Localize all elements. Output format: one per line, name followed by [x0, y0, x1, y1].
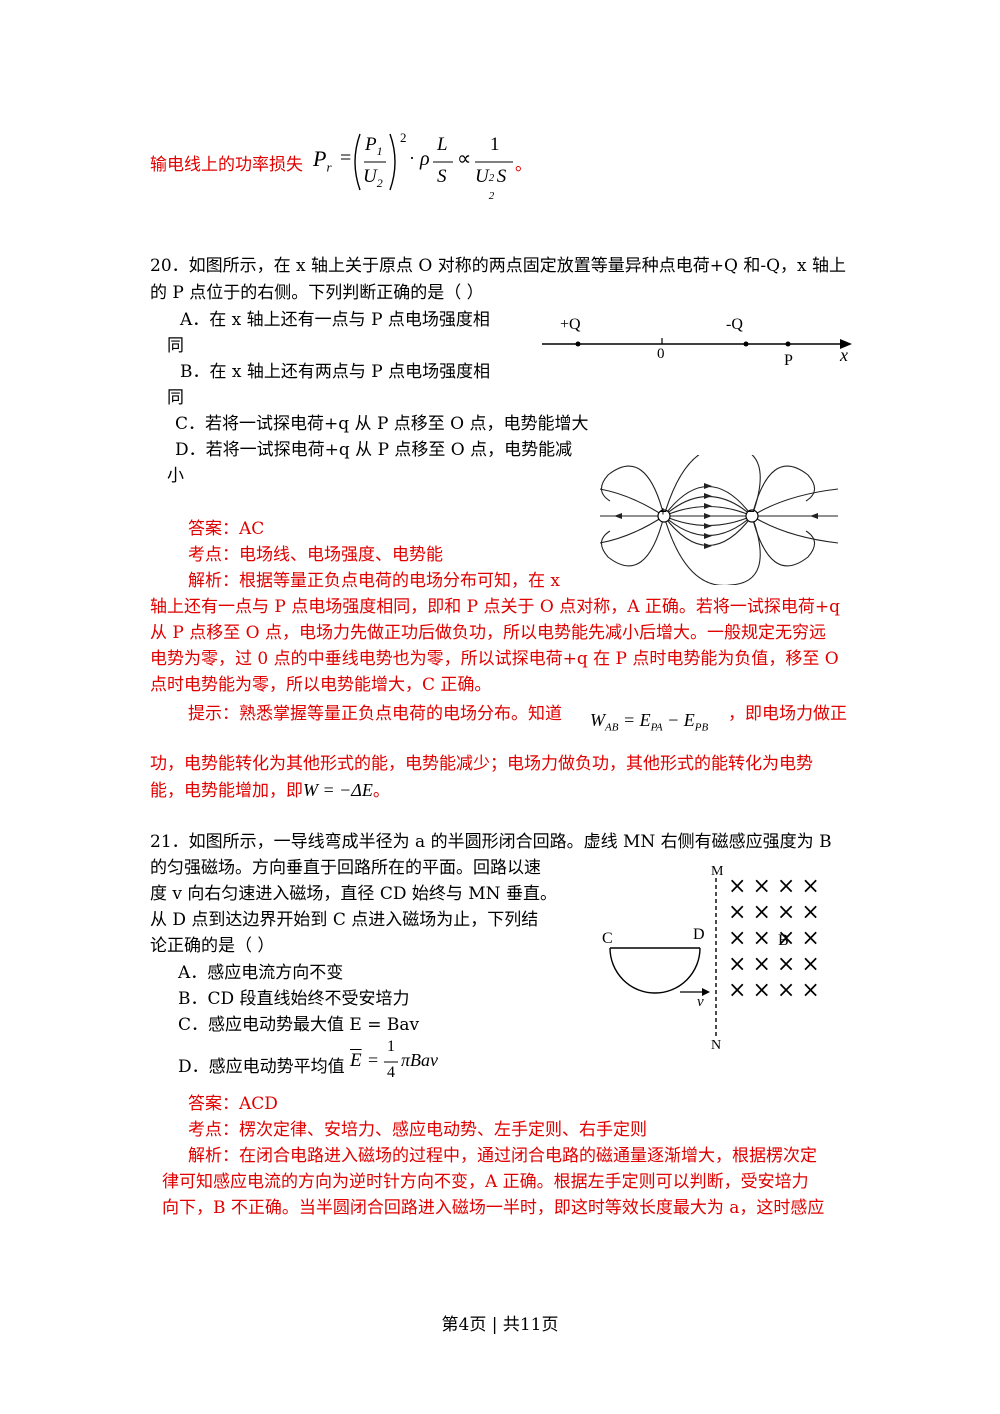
q21-stem-line4: 从 D 点到达边界开始到 C 点进入磁场为止，下列结: [150, 910, 539, 930]
option-d-bar: [384, 1061, 398, 1063]
option-d-den: 4: [387, 1064, 395, 1081]
cross-row: ××××: [728, 978, 826, 1003]
formula-rho: ρ: [420, 148, 430, 170]
q20-analysis-line2: 轴上还有一点与 P 点电场强度相同，即和 P 点关于 O 点对称，A 正确。若将…: [150, 597, 841, 617]
hint-formula: WAB = EPA − EPB: [590, 710, 709, 734]
option-d-e-bar: E: [350, 1050, 362, 1071]
q20-hint-post: ，即电场力做正: [728, 704, 847, 724]
frac3-bar: [475, 161, 513, 163]
label-b: B: [778, 932, 789, 949]
q21-option-d: D．感应电动势平均值 E = 1 4 πBav: [178, 1038, 478, 1090]
q21-analysis-line2: 律可知感应电流的方向为逆时针方向不变，A 正确。根据左手定则可以判断，受安培力: [162, 1172, 809, 1192]
q21-stem-line2: 的匀强磁场。方向垂直于回路所在的平面。回路以速: [150, 858, 541, 878]
q20-option-c: C．若将一试探电荷+q 从 P 点移至 O 点，电势能增大: [175, 414, 589, 434]
formula-label: 输电线上的功率损失: [150, 155, 303, 175]
frac2-num: L: [437, 134, 448, 155]
option-d-tail: πBav: [401, 1050, 439, 1070]
option-d-eq: =: [368, 1050, 379, 1070]
page-footer: 第4页 | 共11页: [441, 1315, 559, 1335]
formula-eq: =: [340, 147, 352, 169]
frac2-bar: [433, 161, 453, 163]
formula-dot: ·: [409, 148, 415, 168]
p-label: P: [784, 352, 793, 369]
q21-option-a: A．感应电流方向不变: [178, 963, 344, 983]
cross-row: ××××: [728, 874, 826, 899]
option-d-text: D．感应电动势平均值: [178, 1057, 345, 1077]
frac3-num: 1: [490, 134, 500, 155]
label-c: C: [602, 930, 613, 947]
hint3-formula: W = −ΔE: [303, 780, 373, 800]
formula-prop: ∝: [457, 148, 472, 170]
negative-charge-sign: −: [747, 505, 755, 520]
q20-point: 考点：电场线、电场强度、电势能: [188, 545, 443, 565]
formula-lhs: Pr: [313, 146, 332, 175]
q20-option-a-line1: A．在 x 轴上还有一点与 P 点电场强度相: [180, 310, 490, 330]
q21-analysis-line1: 解析：在闭合电路进入磁场的过程中，通过闭合电路的磁通量逐渐增大，根据楞次定: [188, 1146, 817, 1166]
option-d-num: 1: [387, 1038, 395, 1055]
q20-answer: 答案：AC: [188, 519, 265, 539]
q20-option-a-line2: 同: [167, 336, 184, 356]
origin-label: 0: [657, 346, 665, 362]
q20-option-b-line1: B．在 x 轴上还有两点与 P 点电场强度相: [180, 362, 491, 382]
q20-analysis-line4: 电势为零，过 0 点的中垂线电势也为零，所以试探电荷+q 在 P 点时电势能为负…: [150, 649, 839, 669]
plus-q-label: +Q: [560, 316, 581, 333]
q20-hint-line3: 能，电势能增加，即W = −ΔE。: [150, 780, 390, 801]
minus-q-label: -Q: [726, 316, 743, 333]
q20-analysis-line1: 解析：根据等量正负点电荷的电场分布可知，在 x: [188, 571, 560, 591]
q21-option-c: C．感应电动势最大值 E = Bav: [178, 1015, 420, 1035]
q20-analysis-line3: 从 P 点移至 O 点，电场力先做正功后做负功，所以电势能先减小后增大。一般规定…: [150, 623, 826, 643]
label-m: M: [711, 864, 724, 879]
positive-charge-sign: +: [659, 505, 667, 520]
parentheses: [354, 133, 396, 191]
cross-row: ××××: [728, 900, 826, 925]
field-crosses: ×××× ×××× ×××× ×××× ××××: [728, 874, 840, 1004]
label-n: N: [711, 1038, 722, 1053]
x-axis-drawing: [542, 338, 852, 349]
q20-stem-line2: 的 P 点位于的右侧。下列判断正确的是（ ）: [150, 283, 484, 303]
formula-power: 2: [400, 130, 407, 145]
q21-stem-line1: 21．如图所示，一导线弯成半径为 a 的半圆形闭合回路。虚线 MN 右侧有磁感应…: [150, 832, 832, 852]
label-v: v: [697, 994, 704, 1010]
x-axis-figure: +Q -Q 0 P x: [540, 312, 860, 372]
field-lines: [599, 455, 839, 585]
cross-row: ××××: [728, 926, 826, 951]
label-d: D: [693, 926, 705, 943]
q20-hint-line2: 功，电势能转化为其他形式的能，电势能减少；电场力做负功，其他形式的能转化为电势: [150, 754, 813, 774]
cross-row: ××××: [728, 952, 826, 977]
q21-analysis-line3: 向下，B 不正确。当半圆闭合回路进入磁场一半时，即这时等效长度最大为 a，这时感…: [162, 1198, 825, 1218]
frac1-den: U2: [363, 166, 383, 190]
x-label: x: [840, 345, 848, 365]
q21-stem-line3: 度 v 向右匀速进入磁场，直径 CD 始终与 MN 垂直。: [150, 884, 557, 904]
magnetic-field-figure: M N C D B v ×××× ×××× ×××× ×××× ××××: [600, 860, 850, 1060]
q20-analysis-line5: 点时电势能为零，所以电势能增大，C 正确。: [150, 675, 492, 695]
frac2-den: S: [437, 166, 447, 187]
frac1-num: P1: [365, 134, 383, 158]
q20-option-b-line2: 同: [167, 388, 184, 408]
dipole-field-figure: + −: [596, 455, 842, 585]
q21-stem-line5: 论正确的是（ ）: [150, 936, 275, 956]
q20-option-d-line1: D．若将一试探电荷+q 从 P 点移至 O 点，电势能减: [175, 440, 573, 460]
q21-answer: 答案：ACD: [188, 1094, 278, 1114]
q21-point: 考点：楞次定律、安培力、感应电动势、左手定则、右手定则: [188, 1120, 647, 1140]
formula-end: 。: [515, 155, 532, 175]
magnetic-drawing: [609, 878, 717, 1038]
q20-stem-line1: 20．如图所示，在 x 轴上关于原点 O 对称的两点固定放置等量异种点电荷+Q …: [150, 256, 847, 276]
q21-option-b: B．CD 段直线始终不受安培力: [178, 989, 410, 1009]
q20-hint-pre: 提示：熟悉掌握等量正负点电荷的电场分布。知道: [188, 704, 562, 724]
q20-option-d-line2: 小: [167, 466, 184, 486]
